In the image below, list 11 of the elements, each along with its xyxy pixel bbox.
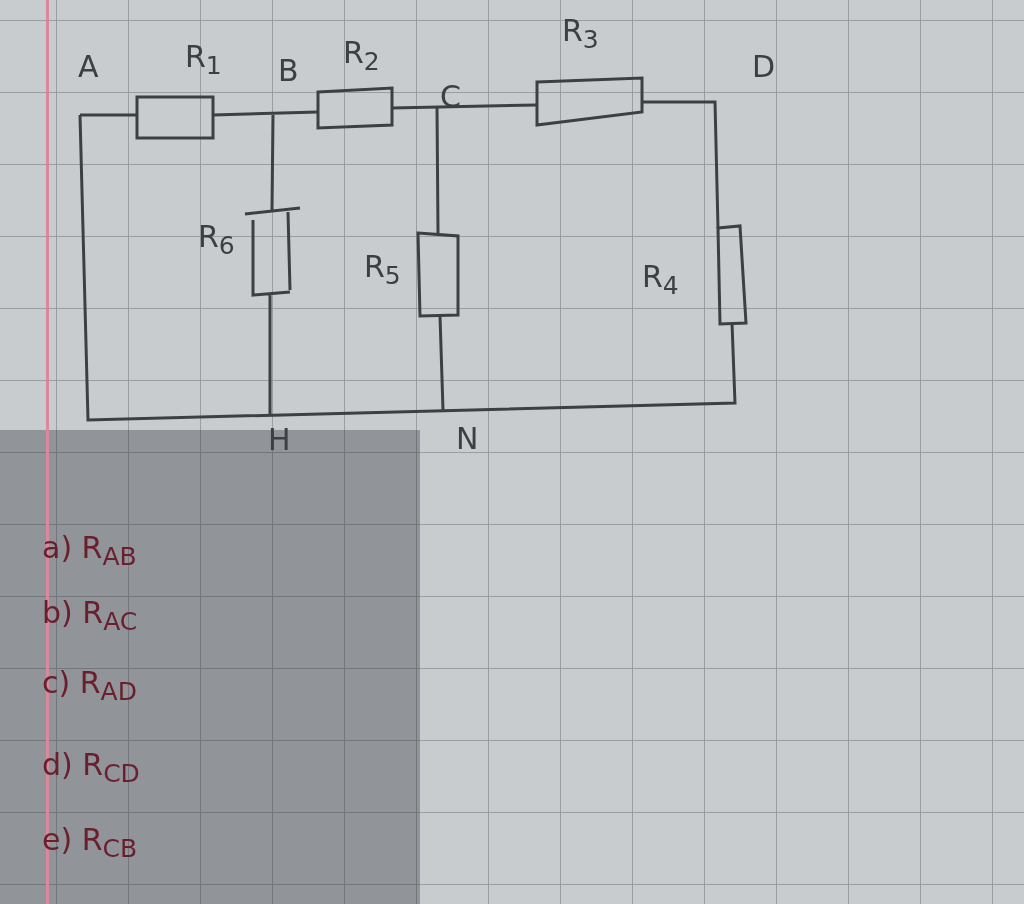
resistor-label: R$_{6}$ [198,222,235,258]
resistor-label: R$_{3}$ [562,16,599,52]
resistor-label: R$_{1}$ [185,42,222,78]
resistor-label: R$_{2}$ [343,38,380,74]
node-letter: H [268,425,291,455]
node-letter: A [78,52,99,82]
node-letter: D [752,52,776,82]
node-letter: B [278,56,299,86]
resistor-label: R$_{4}$ [642,262,679,298]
resistor-label: R$_{5}$ [364,252,401,288]
node-letter: N [456,424,479,454]
